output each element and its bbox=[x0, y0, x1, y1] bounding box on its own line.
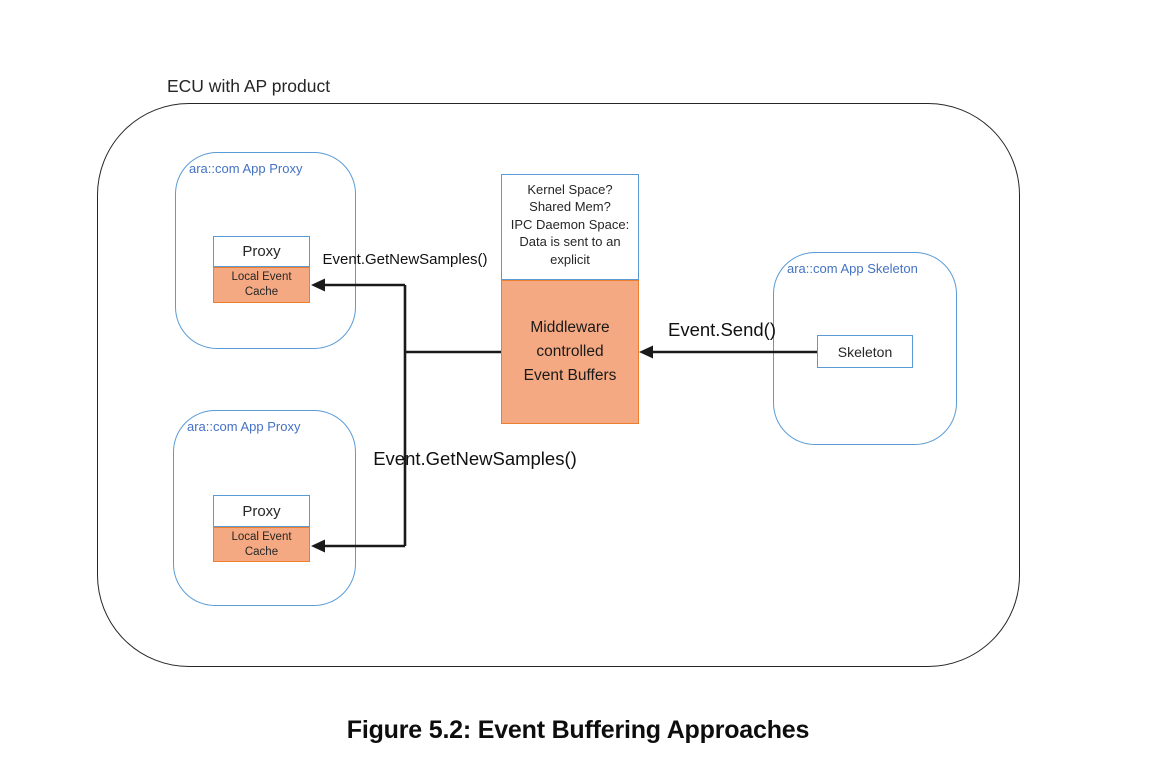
ecu-boundary-box bbox=[97, 103, 1020, 667]
app-skeleton-label: ara::com App Skeleton bbox=[787, 261, 918, 276]
proxy-box-top: Proxy bbox=[213, 236, 310, 267]
getnewsamples-bottom-label: Event.GetNewSamples() bbox=[373, 448, 577, 469]
skeleton-box: Skeleton bbox=[817, 335, 913, 368]
figure-caption: Figure 5.2: Event Buffering Approaches bbox=[346, 716, 810, 744]
middleware-kernel-notes-box: Kernel Space? Shared Mem? IPC Daemon Spa… bbox=[501, 174, 639, 280]
ecu-title: ECU with AP product bbox=[167, 76, 331, 96]
local-event-cache-bottom: Local Event Cache bbox=[213, 527, 310, 562]
middleware-event-buffers-box: Middleware controlled Event Buffers bbox=[501, 280, 639, 424]
app-proxy-top-label: ara::com App Proxy bbox=[189, 161, 303, 176]
getnewsamples-top-label: Event.GetNewSamples() bbox=[322, 251, 488, 268]
local-event-cache-top: Local Event Cache bbox=[213, 267, 310, 303]
event-send-label: Event.Send() bbox=[668, 319, 776, 340]
app-proxy-bottom-label: ara::com App Proxy bbox=[187, 419, 301, 434]
proxy-box-bottom: Proxy bbox=[213, 495, 310, 527]
